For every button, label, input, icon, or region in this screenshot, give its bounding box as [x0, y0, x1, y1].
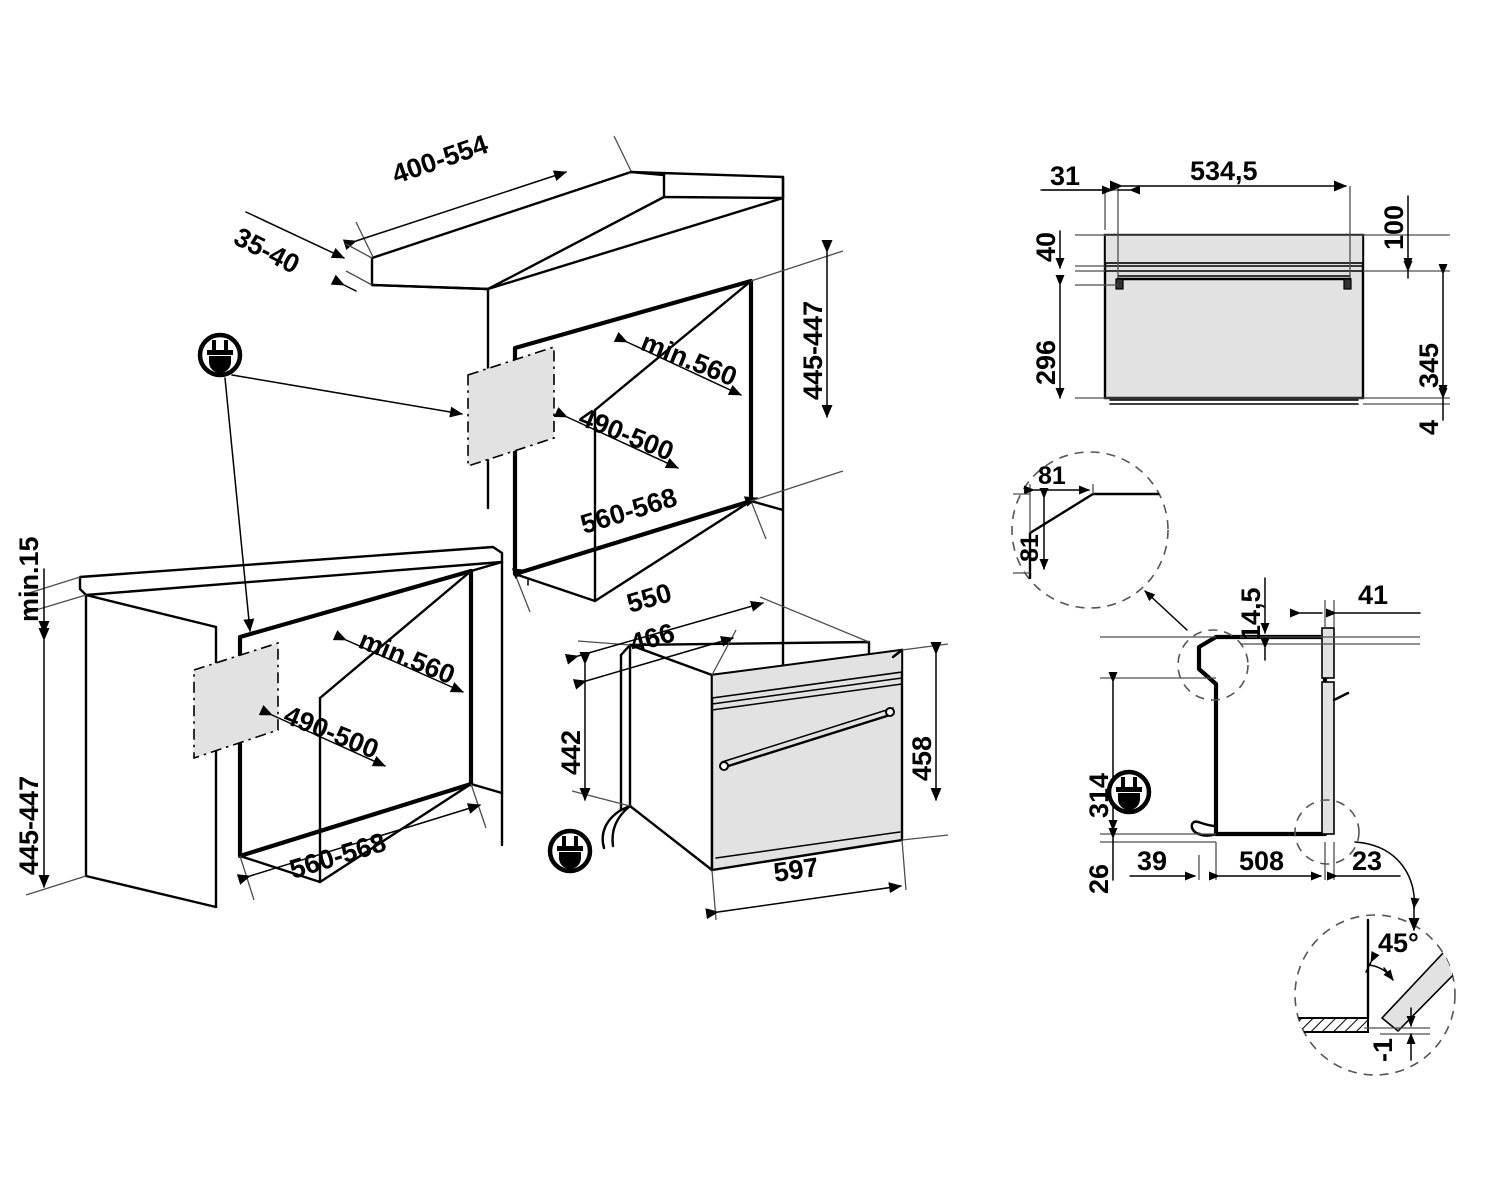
- dim-23: 23: [1352, 846, 1382, 876]
- detail-door-angle: 45° -1: [1294, 899, 1456, 1076]
- dim-35-40: 35-40: [229, 222, 304, 280]
- view-front-elevation: 31 534,5 40 296 100 345 4: [1031, 156, 1450, 435]
- dim-min560-upper: min.560: [637, 327, 741, 392]
- dim-560-568-upper: 560-568: [577, 482, 681, 540]
- dim-445-447-upper: 445-447: [798, 301, 828, 400]
- dim-442: 442: [556, 730, 586, 775]
- view-appliance-iso: 550 466 442 458 597: [547, 578, 949, 921]
- dim-550: 550: [623, 578, 675, 619]
- dim-490-500-upper: 490-500: [575, 402, 678, 467]
- dim-400-554: 400-554: [388, 129, 491, 190]
- dim-345: 345: [1414, 343, 1444, 388]
- dim-466: 466: [626, 618, 678, 659]
- dim-508: 508: [1239, 846, 1284, 876]
- dim-296: 296: [1031, 340, 1061, 385]
- dim-40: 40: [1031, 232, 1061, 262]
- dim-445-447-lower: 445-447: [14, 776, 44, 875]
- view-side-section: 14,5 41 314 26 39 508 23: [1084, 577, 1421, 909]
- dim-100: 100: [1379, 205, 1409, 250]
- dim-26: 26: [1084, 864, 1114, 894]
- dim-chamfer-81-h: 81: [1038, 462, 1066, 490]
- power-plug-icon-side: [1106, 769, 1152, 815]
- dim-31: 31: [1050, 161, 1080, 191]
- dim-min15: min.15: [14, 536, 44, 622]
- power-plug-icon-appliance: [547, 828, 593, 874]
- dim-4: 4: [1414, 420, 1444, 435]
- dim-597: 597: [772, 852, 821, 888]
- dim-min560-lower: min.560: [355, 625, 459, 690]
- view-cabinet-lower: min.15 445-447 min.560 490-500 560-568: [14, 377, 504, 909]
- detail-corner-chamfer: 81 81: [1011, 451, 1188, 631]
- dim-534-5: 534,5: [1190, 156, 1258, 186]
- dim-41: 41: [1358, 580, 1388, 610]
- dim-39: 39: [1137, 846, 1167, 876]
- dim-458: 458: [907, 736, 937, 781]
- dim-14-5: 14,5: [1236, 587, 1266, 640]
- dim-45-deg: 45°: [1378, 928, 1419, 958]
- power-plug-icon: [197, 332, 243, 378]
- dim-490-500-lower: 490-500: [280, 700, 383, 765]
- dim-minus-1: -1: [1368, 1038, 1398, 1062]
- dim-chamfer-81-v: 81: [1016, 534, 1044, 562]
